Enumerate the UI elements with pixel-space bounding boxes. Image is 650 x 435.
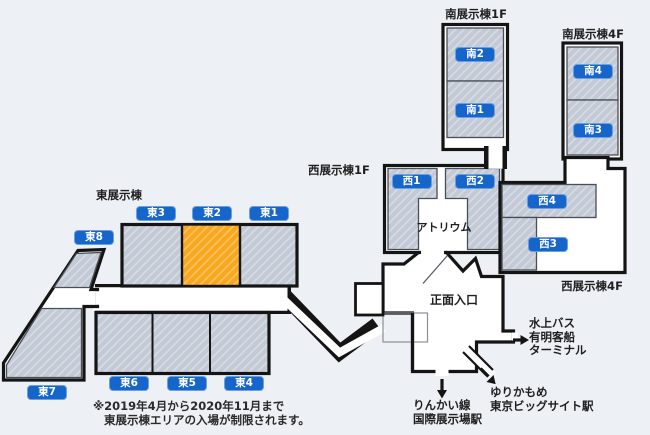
- waterbus-line-2: 有明客船: [529, 329, 575, 344]
- east-plaza-corridor: [93, 284, 386, 363]
- hall-button-south-2[interactable]: 南2: [455, 47, 495, 62]
- rinkai-line-1: りんかい線: [413, 398, 471, 412]
- hall-button-east-5[interactable]: 東5: [167, 375, 207, 391]
- hall-button-east-6[interactable]: 東6: [109, 375, 149, 391]
- east-hall-7-8-block: [1, 247, 107, 382]
- hall-button-west-2[interactable]: 西2: [455, 174, 495, 189]
- plaza-annex-box: [354, 282, 385, 317]
- hall-button-south-1[interactable]: 南1: [455, 103, 495, 118]
- atrium-label: アトリウム: [416, 221, 472, 234]
- hall-button-east-1[interactable]: 東1: [249, 205, 289, 221]
- hall-button-east-3[interactable]: 東3: [136, 205, 176, 221]
- hall-button-south-4[interactable]: 南4: [573, 64, 613, 79]
- waterbus-line-3: ターミナル: [529, 343, 587, 357]
- west-4f-building: [498, 155, 627, 275]
- east-bottom-row-building: [94, 310, 271, 376]
- restriction-note-line-1: ※2019年4月から2020年11月まで: [93, 399, 285, 413]
- hall-button-east-4[interactable]: 東4: [224, 375, 264, 391]
- hall-button-east-7[interactable]: 東7: [27, 385, 67, 400]
- waterbus-terminal-label: 水上バス 有明客船 ターミナル: [529, 316, 587, 358]
- hall-button-south-3[interactable]: 南3: [573, 122, 613, 138]
- yurikamome-line-1: ゆりかもめ: [490, 385, 548, 399]
- west-1f-label: 西展示棟1F: [308, 163, 370, 177]
- rinkai-arrow-icon: [437, 379, 447, 399]
- main-entrance-label: 正面入口: [429, 293, 478, 307]
- hall-button-east-2[interactable]: 東2: [192, 205, 232, 221]
- hall-button-west-3[interactable]: 西3: [528, 237, 568, 252]
- plaza-annex-thin-box: [382, 312, 429, 343]
- south-1f-building: [441, 22, 510, 152]
- east-hall-2-highlighted-area: [180, 223, 242, 288]
- waterbus-line-1: 水上バス: [529, 316, 575, 330]
- restriction-note: ※2019年4月から2020年11月まで 東展示棟エリアの入場が制限されます。: [93, 399, 310, 427]
- hall-button-east-8[interactable]: 東8: [74, 229, 114, 245]
- south-4f-building: [561, 41, 624, 161]
- rinkai-line-2: 国際展示場駅: [413, 411, 482, 426]
- yurikamome-line-2: 東京ビッグサイト駅: [490, 398, 594, 413]
- south-1f-label: 南展示棟1F: [445, 7, 507, 21]
- east-hall-7-area: [5, 307, 83, 379]
- south-4f-label: 南展示棟4F: [562, 27, 624, 41]
- hall-button-west-4[interactable]: 西4: [527, 194, 567, 209]
- yurikamome-station-label: ゆりかもめ 東京ビッグサイト駅: [490, 385, 594, 413]
- east-building-label: 東展示棟: [96, 188, 142, 202]
- rinkai-station-label: りんかい線 国際展示場駅: [413, 398, 482, 426]
- restriction-note-line-2: 東展示棟エリアの入場が制限されます。: [104, 413, 310, 427]
- east-top-row-building: [120, 222, 299, 288]
- east-hall-8-area: [52, 251, 102, 289]
- west-4f-label: 西展示棟4F: [561, 279, 623, 293]
- hall-button-west-1[interactable]: 西1: [391, 174, 432, 189]
- entrance-plaza: [354, 247, 518, 376]
- yurikamome-arrow-icon: [479, 367, 496, 385]
- south-west-connector: [484, 142, 507, 169]
- waterbus-arrow-icon: [513, 335, 529, 345]
